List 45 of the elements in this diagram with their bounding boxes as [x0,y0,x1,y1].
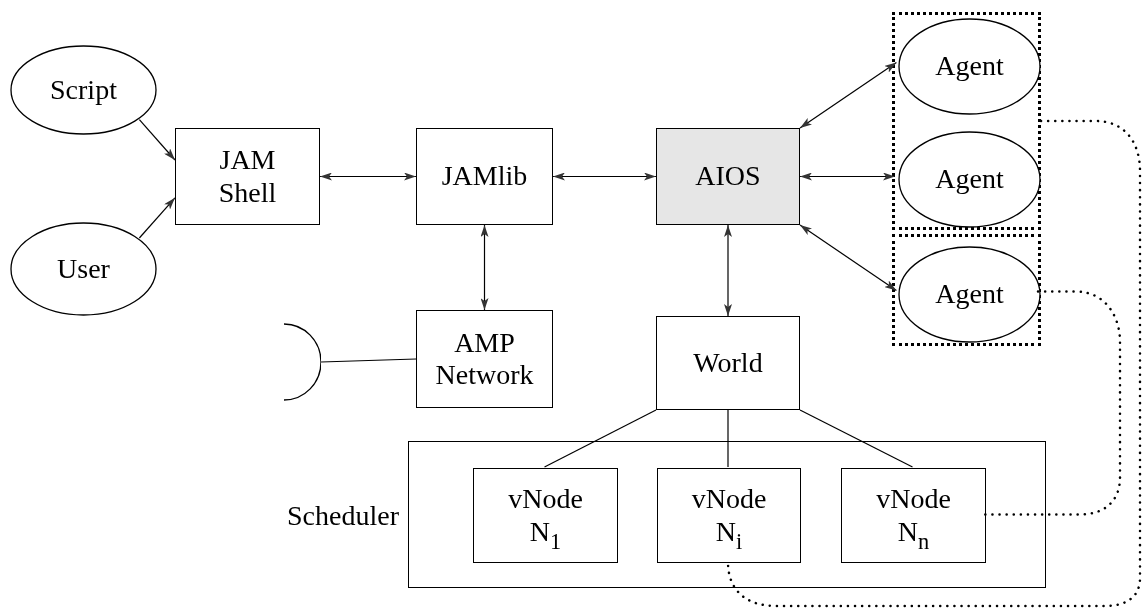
connector-line [320,358,417,363]
arrow [724,224,732,317]
arrow [480,224,489,311]
node-label: Agent [935,163,1004,196]
ellipse-node [898,18,1041,115]
ellipse-node [10,222,157,316]
node-label: Agent [935,278,1004,311]
group-caption: Scheduler [287,500,399,533]
process-box [656,316,800,410]
arc-symbol [283,323,321,401]
arrow [319,172,417,181]
arrow [552,172,657,181]
connector-line [727,409,729,468]
process-box [416,128,553,225]
node-label: Script [50,73,117,107]
node-label: Agent [935,50,1004,83]
ellipse-node [898,131,1041,228]
process-box [473,468,618,563]
arrow [138,119,176,161]
arrow [799,172,896,181]
node-label: World [693,346,763,380]
node-label: vNode N$_{i}$ [690,483,768,548]
node-label: vNode N$_{n}$ [875,483,952,548]
connector-line [799,409,914,468]
ellipse-node [898,246,1041,343]
arrow [799,224,898,292]
node-label: JAM Shell [217,144,278,209]
process-box [657,468,801,563]
node-label: AIOS [695,160,761,193]
process-box [416,310,553,408]
process-box [841,468,986,563]
arrow [799,61,898,129]
process-box [175,128,320,225]
ellipse-node [10,45,157,135]
connector-line [543,409,657,468]
dotted-connector [726,119,1142,608]
node-label: vNode N$_{1}$ [507,483,584,548]
node-label: AMP Network [434,326,535,392]
group-box [892,12,1041,230]
arrow [138,197,176,239]
group-box [892,234,1041,346]
node-label: JAMlib [441,160,528,193]
process-box [656,128,800,225]
dotted-connector [983,290,1122,516]
node-label: User [57,252,110,286]
